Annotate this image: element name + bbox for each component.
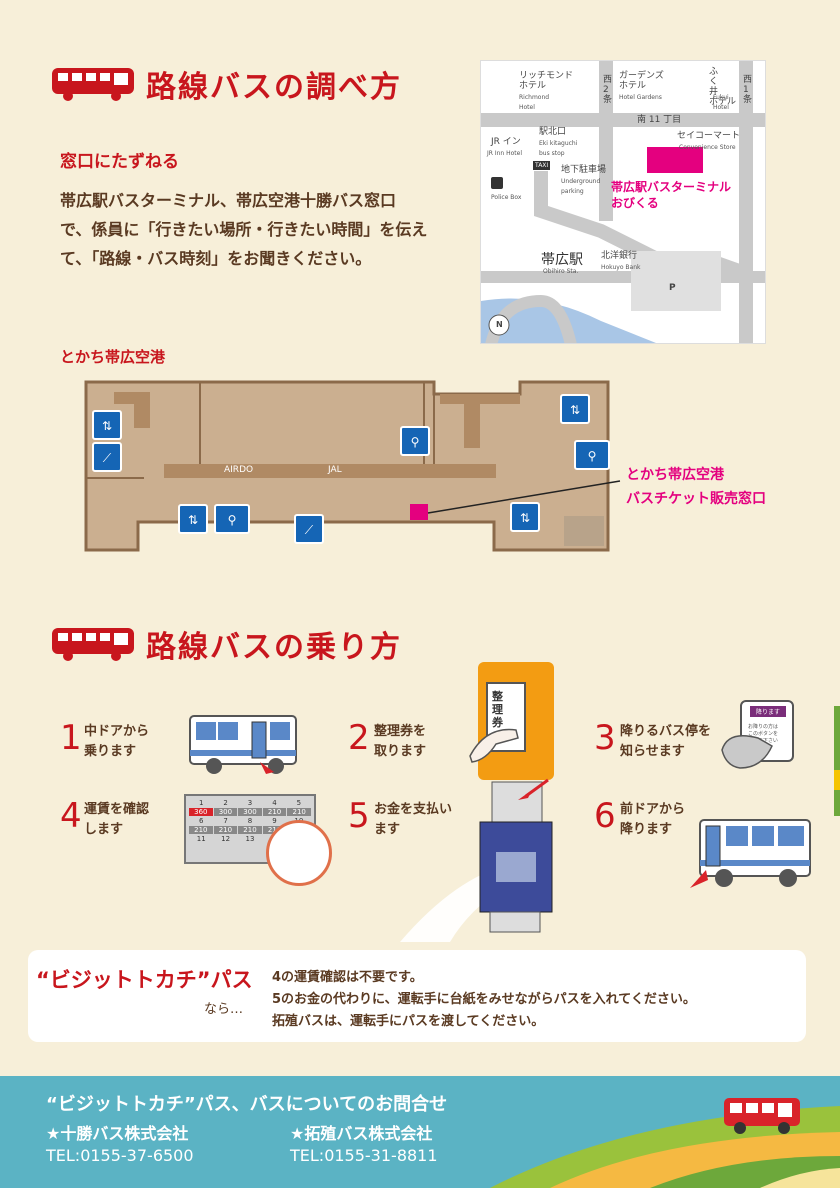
elevator-icon: ⇅ <box>560 394 590 424</box>
restroom-icon: ⚲ <box>574 440 610 470</box>
pass-line: 5のお金の代わりに、運転手に台紙をみせながらパスを入れてください。 <box>272 992 696 1007</box>
bus-illustration <box>690 819 811 888</box>
step-number: 6 <box>594 796 616 836</box>
parking-icon: P <box>669 283 676 293</box>
map-label-richmond: リッチモンド ホテル <box>519 71 574 91</box>
map-label-ekikita: 駅北口 <box>539 127 567 137</box>
counter-label-1: とかち帯広空港 <box>626 467 724 483</box>
step-text: 運賃を確認します <box>84 802 150 837</box>
step-text: 整理券を取ります <box>374 724 427 759</box>
map-label-terminal-2: おびくる <box>611 196 659 210</box>
instruction-line: て、「路線・バス時刻」をお聞きください。 <box>60 249 372 268</box>
map-label-minami11: 南 11 丁目 <box>637 115 682 125</box>
map-label-jrinn: JR イン <box>491 137 521 147</box>
section-title-route: 路線バスの調べ方 <box>146 70 402 105</box>
map-label-station: 帯広駅 <box>541 252 583 268</box>
company-name: ★十勝バス株式会社 <box>46 1124 189 1143</box>
bus-icon <box>50 626 136 662</box>
step-text: 中ドアから乗ります <box>84 724 150 759</box>
map-label-fukui: ふ く 井 ホテル <box>709 67 737 107</box>
airport-label: とかち帯広空港 <box>60 348 166 366</box>
footer: “ビジットトカチ”パス、バスについてのお問合せ ★十勝バス株式会社 TEL:01… <box>0 1076 840 1188</box>
counter-pointer-line <box>427 480 621 514</box>
map-label-police-en: Police Box <box>491 194 522 201</box>
ticket-label: 整理券 <box>492 690 503 729</box>
map-label-richmond-en: Richmond Hotel <box>519 94 550 111</box>
map-label-jrinn-en: JR Inn Hotel <box>487 150 523 157</box>
company-phone[interactable]: TEL:0155-37-6500 <box>46 1146 194 1165</box>
counter-subtitle: 窓口にたずねる <box>60 152 179 172</box>
map-label-station-en: Obihiro Sta. <box>543 268 579 275</box>
map-label-parking: 地下駐車場 <box>561 165 607 175</box>
step-number: 2 <box>348 718 370 758</box>
pass-line: 4の運賃確認は不要です。 <box>272 970 423 985</box>
map-label-terminal: 帯広駅バスターミナル <box>611 180 732 194</box>
map-label-parking-en: Underground parking <box>561 178 601 195</box>
company-phone[interactable]: TEL:0155-31-8811 <box>290 1146 438 1165</box>
step-number: 3 <box>594 718 616 758</box>
map-label-nishi1: 西 1 条 <box>743 75 753 105</box>
step-text: 降りるバス停を知らせます <box>620 724 712 759</box>
police-box-icon <box>491 177 503 189</box>
step-number: 5 <box>348 796 370 836</box>
counter-instructions: 帯広駅バスターミナル、帯広空港十勝バス窓口 で、係員に「行きたい場所・行きたい時… <box>60 186 470 273</box>
ticket-hand-circle <box>266 820 332 886</box>
map-label-seicomart-en: Convenience Store <box>679 144 736 151</box>
escalator-icon: ⟋ <box>92 442 122 472</box>
pass-line: 拓殖バスは、運転手にパスを渡してください。 <box>272 1014 545 1029</box>
map-label-gardens: ガーデンズ ホテル <box>619 71 664 91</box>
elevator-icon: ⇅ <box>178 504 208 534</box>
bus-icon <box>724 1098 800 1134</box>
step-number: 1 <box>60 718 82 758</box>
restroom-icon: ⚲ <box>214 504 250 534</box>
instruction-line: で、係員に「行きたい場所・行きたい時間」を伝え <box>60 220 428 239</box>
map-label-hokuyo: 北洋銀行 <box>601 251 638 261</box>
map-label-fukui-en: Fukui Hotel <box>713 94 729 111</box>
step-text: お金を支払います <box>374 802 453 837</box>
edge-tab <box>834 706 840 816</box>
elevator-icon: ⇅ <box>510 502 540 532</box>
pass-name: “ビジットトカチ”パス <box>36 968 253 992</box>
escalator-icon: ⟋ <box>294 514 324 544</box>
hand-icon <box>721 735 773 769</box>
footer-title: “ビジットトカチ”パス、バスについてのお問合せ <box>46 1094 448 1115</box>
hand-icon <box>469 728 519 763</box>
elevator-icon: ⇅ <box>92 410 122 440</box>
airdo-label: AIRDO <box>224 465 254 475</box>
restroom-icon: ⚲ <box>400 426 430 456</box>
map-label-gardens-en: Hotel Gardens <box>619 94 662 101</box>
edge-tab <box>834 770 840 790</box>
jal-label: JAL <box>328 465 342 475</box>
bus-illustration <box>189 715 297 774</box>
map-label-seicomart: セイコーマート <box>677 131 741 141</box>
pass-nara: なら… <box>204 1002 244 1017</box>
stop-button: 降ります <box>750 706 786 717</box>
taxi-icon: TAXI <box>533 161 551 170</box>
instruction-line: 帯広駅バスターミナル、帯広空港十勝バス窓口 <box>60 191 397 210</box>
step-text: 前ドアから降ります <box>620 802 686 837</box>
bus-icon <box>50 66 136 102</box>
map-label-nishi2: 西 2 条 <box>603 75 613 105</box>
station-map: リッチモンド ホテル Richmond Hotel 西 2 条 ガーデンズ ホテ… <box>480 60 766 344</box>
north-icon: N <box>496 320 503 329</box>
step-number: 4 <box>60 796 82 836</box>
visit-tokachi-pass-box: “ビジットトカチ”パス なら… 4の運賃確認は不要です。 5のお金の代わりに、運… <box>28 950 806 1042</box>
map-label-hokuyo-en: Hokuyo Bank <box>601 264 641 271</box>
fields-illustration <box>490 1106 840 1188</box>
company-name: ★拓殖バス株式会社 <box>290 1124 433 1143</box>
airport-floor-map: AIRDO JAL ⇅ ⟋ ⚲ ⇅ ⚲ ⇅ ⚲ ⟋ ⇅ <box>84 380 610 552</box>
map-label-ekikita-en: Eki kitaguchi bus stop <box>539 140 578 157</box>
section-title-ride: 路線バスの乗り方 <box>146 630 402 665</box>
fare-box <box>400 778 553 942</box>
counter-label-2: バスチケット販売窓口 <box>626 491 766 507</box>
